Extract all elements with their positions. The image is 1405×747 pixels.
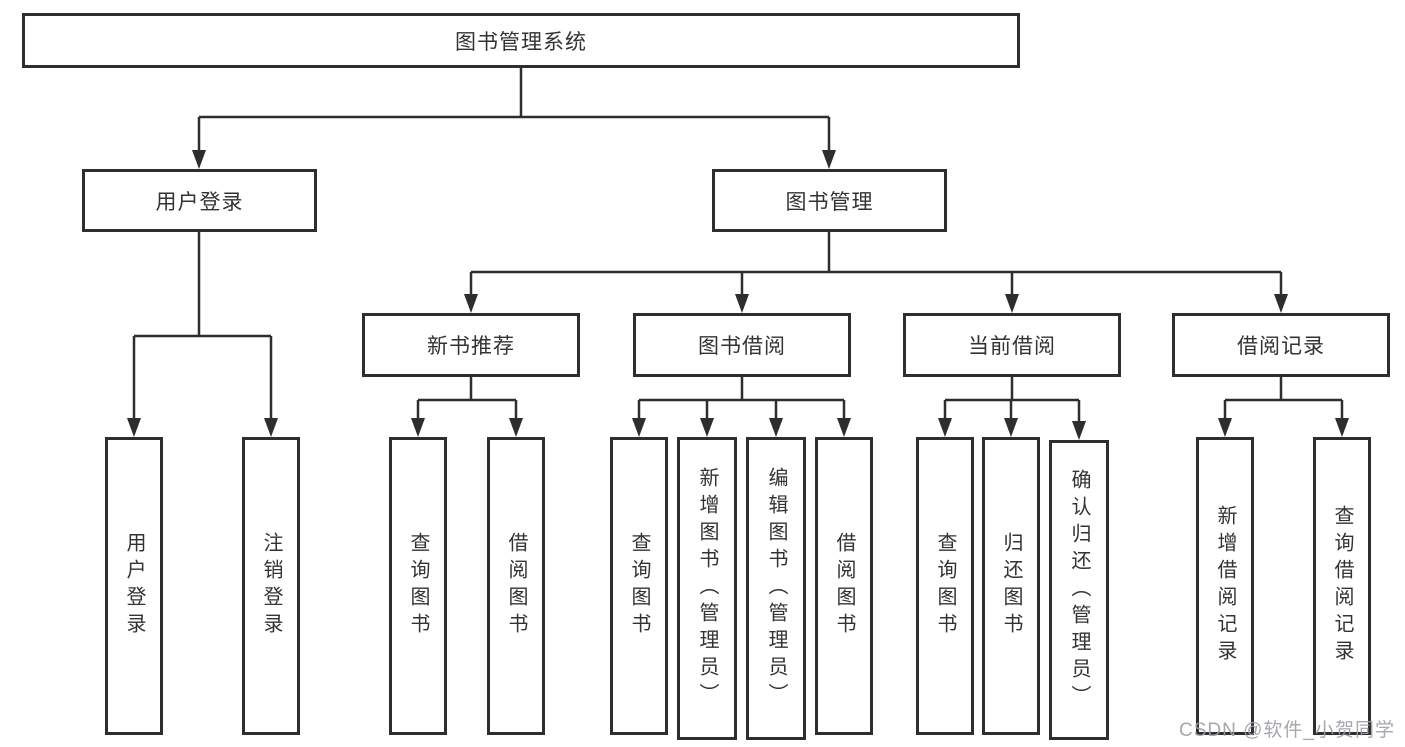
node-current-borrow: 当前借阅 — [903, 313, 1121, 377]
leaf-borrow-books-recommend: 借阅图书 — [487, 437, 545, 735]
leaf-query-books-current: 查询图书 — [916, 437, 974, 735]
leaf-user-login: 用户登录 — [105, 437, 163, 735]
leaf-query-books-recommend: 查询图书 — [389, 437, 447, 735]
arrowheads — [127, 150, 1349, 440]
node-borrow-records: 借阅记录 — [1172, 313, 1390, 377]
csdn-watermark: CSDN @软件_小贺同学 — [1179, 720, 1395, 741]
leaf-logout: 注销登录 — [242, 437, 300, 735]
leaf-query-borrow-record: 查询借阅记录 — [1313, 437, 1371, 735]
leaf-query-books-borrow: 查询图书 — [610, 437, 668, 735]
node-user-login: 用户登录 — [82, 169, 317, 232]
node-library-management-system: 图书管理系统 — [22, 13, 1020, 68]
node-new-book-recommend: 新书推荐 — [362, 313, 580, 377]
leaf-add-borrow-record: 新增借阅记录 — [1196, 437, 1254, 735]
node-book-management: 图书管理 — [712, 169, 947, 232]
leaf-confirm-return-admin: 确认归还（管理员） — [1049, 440, 1109, 740]
leaf-borrow-books: 借阅图书 — [815, 437, 873, 735]
leaf-edit-book-admin: 编辑图书（管理员） — [746, 437, 806, 740]
node-book-borrow: 图书借阅 — [633, 313, 851, 377]
leaf-return-book: 归还图书 — [982, 437, 1040, 735]
leaf-add-book-admin: 新增图书（管理员） — [677, 437, 737, 740]
connector-path — [132, 68, 1344, 422]
